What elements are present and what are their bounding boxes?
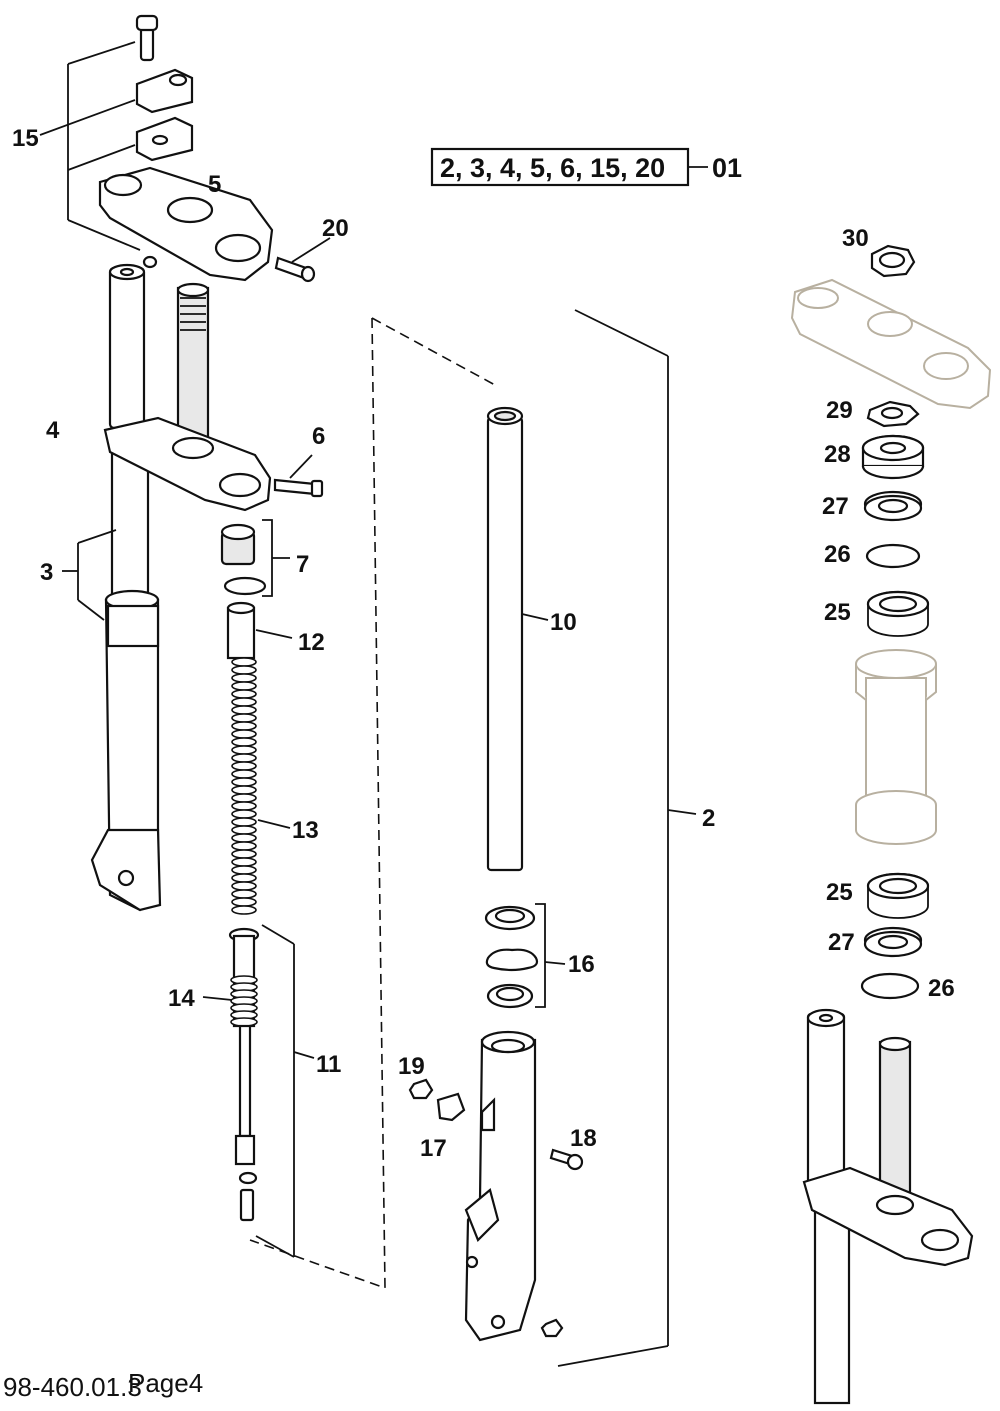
label-4: 4 [46, 417, 60, 444]
label-18: 18 [570, 1125, 597, 1152]
part-nut-30 [870, 244, 916, 278]
label-19: 19 [398, 1053, 425, 1080]
label-20: 20 [322, 215, 349, 242]
part-lower-assembly-right [802, 1008, 974, 1405]
part-washer-28 [861, 434, 925, 480]
part-oring-26 [865, 543, 921, 569]
part-fork-tube-left [108, 263, 150, 598]
part-fork-slider [464, 1030, 537, 1342]
label-13: 13 [292, 817, 319, 844]
part-bearing-25b [866, 872, 930, 919]
label-27: 27 [822, 493, 849, 520]
dashed-outline [249, 317, 496, 1290]
label-25b: 25 [826, 879, 853, 906]
part-upper-clamp-faded [790, 278, 992, 410]
callout-labels: 15 5 20 4 6 3 7 12 13 14 11 10 2 16 19 1… [12, 125, 955, 1162]
label-6: 6 [312, 423, 325, 450]
part-steering-tube-faded [855, 649, 937, 845]
part-oring-26b [860, 972, 920, 1000]
label-17: 17 [420, 1135, 447, 1162]
part-inner-tube [486, 406, 549, 872]
label-11: 11 [316, 1051, 341, 1078]
part-nut-29 [866, 400, 920, 428]
part-spacer [226, 601, 293, 660]
label-7: 7 [296, 551, 309, 578]
kit-parts-text: 2, 3, 4, 5, 6, 15, 20 [440, 153, 665, 183]
part-bearing-race-27b [863, 926, 923, 958]
footer-code: 98-460.01.3 [3, 1372, 142, 1402]
part-upper-triple-clamp [98, 166, 274, 282]
part-nut-bottom [540, 1318, 564, 1338]
label-26b: 26 [928, 975, 955, 1002]
label-30: 30 [842, 225, 869, 252]
label-2: 2 [702, 805, 715, 832]
label-12: 12 [298, 629, 325, 656]
part-fork-leg [90, 589, 162, 912]
part-steering-stem [176, 282, 210, 450]
label-27b: 27 [828, 929, 855, 956]
part-lower-triple-clamp [103, 416, 272, 512]
part-spring [231, 657, 257, 915]
label-25: 25 [824, 599, 851, 626]
bracket-11 [255, 924, 315, 1258]
part-damper-rod [202, 927, 260, 1222]
label-16: 16 [568, 951, 595, 978]
bracket-3 [62, 529, 117, 621]
part-bearing-race-27 [863, 490, 923, 522]
label-10: 10 [550, 609, 577, 636]
part-seals [484, 903, 566, 1009]
part-bearing-25 [866, 590, 930, 637]
label-26: 26 [824, 541, 851, 568]
footer-page: Page4 [128, 1368, 204, 1398]
part-nut-19 [408, 1078, 434, 1100]
part-fork-cap [220, 519, 290, 597]
label-5: 5 [208, 171, 221, 198]
kit-number-text: 01 [712, 153, 742, 183]
kit-callout: 2, 3, 4, 5, 6, 15, 20 01 [430, 147, 742, 187]
bracket-2 [557, 309, 697, 1367]
part-clamp-assembly [135, 14, 194, 162]
part-screw-20 [274, 237, 331, 283]
part-screw-6 [273, 454, 324, 498]
part-bolt-18 [549, 1148, 584, 1171]
label-15: 15 [12, 125, 39, 152]
label-14: 14 [168, 985, 195, 1012]
bracket-15 [39, 41, 141, 251]
label-29: 29 [826, 397, 853, 424]
label-3: 3 [40, 559, 53, 586]
part-clip-17 [436, 1092, 466, 1122]
label-28: 28 [824, 441, 851, 468]
